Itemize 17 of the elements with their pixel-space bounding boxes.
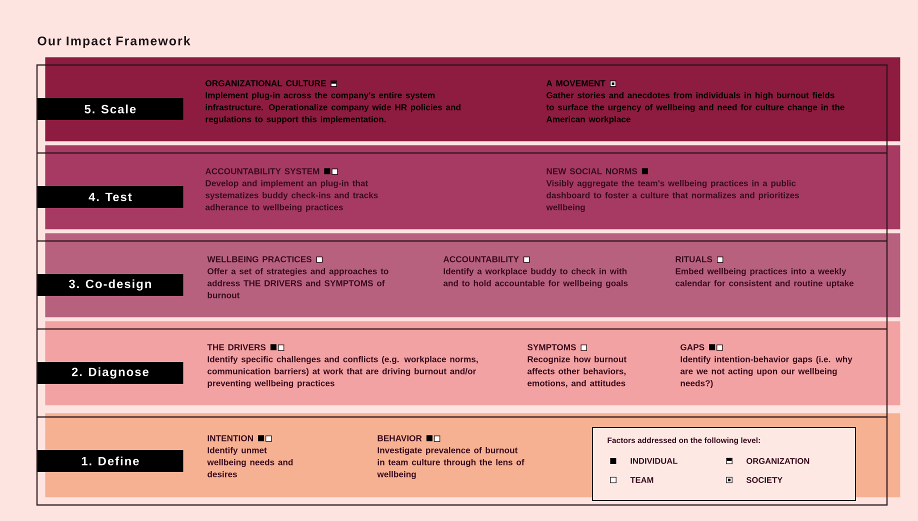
legend-label: ORGANIZATION: [746, 458, 810, 464]
title: Our Impact Framework: [38, 36, 190, 48]
factor-description: SYMPTOMS Recognize how burnout affects other behaviors, emotions, and attitudes: [527, 344, 626, 388]
factor-description: A MOVEMENT Gather stories and anecdotes from individuals in high burnout fields to surface the urgency of wellbeing and need for culture change in the American workplace: [546, 80, 844, 124]
factor-description: WELLBEING PRACTICES Offer a set of strategies and approaches to address THE DRIVERS and SYMPTOMS of burnout: [207, 256, 388, 298]
factor-description: NEW SOCIAL NORMS Visibly aggregate the team's wellbeing practices in a public dashboard to foster a culture that normalizes and prioritizes wellbeing: [546, 168, 799, 212]
factor-description: GAPS Identify intention-behavior gaps (i.e. why are we not acting upon our wellbeing needs?): [680, 344, 852, 388]
factor-description: ACCOUNTABILITY SYSTEM Develop and implement an plug-in that systematizes buddy check-ins and tracks adherance to wellbeing practices: [205, 168, 378, 212]
legend-label: SOCIETY: [746, 477, 782, 483]
factor-description: BEHAVIOR Investigate prevalence of burnout in team culture through the lens of wellbeing: [377, 435, 524, 480]
factor-description: THE DRIVERS Identify specific challenges and conflicts (e.g. workplace norms, communication barriers) at work that are driving burnout and/or preventing wellbeing practices: [207, 344, 478, 388]
factor-description: ACCOUNTABILITY Identify a workplace buddy to check in with and to hold accountable for wellbeing goals: [443, 256, 628, 288]
factor-description: ORGANIZATIONAL CULTURE Implement plug-in across the company's entire system infrastructure. Operationalize company wide HR policies and regulations to support this implementation.: [206, 80, 460, 124]
legend-label: TEAM: [630, 477, 654, 483]
factor-description: RITUALS Embed wellbeing practices into a weekly calendar for consistent and routine uptake: [676, 256, 854, 288]
factor-description: INTENTION Identify unmet wellbeing needs and desires: [207, 435, 293, 478]
legend-label: INDIVIDUAL: [630, 458, 678, 464]
